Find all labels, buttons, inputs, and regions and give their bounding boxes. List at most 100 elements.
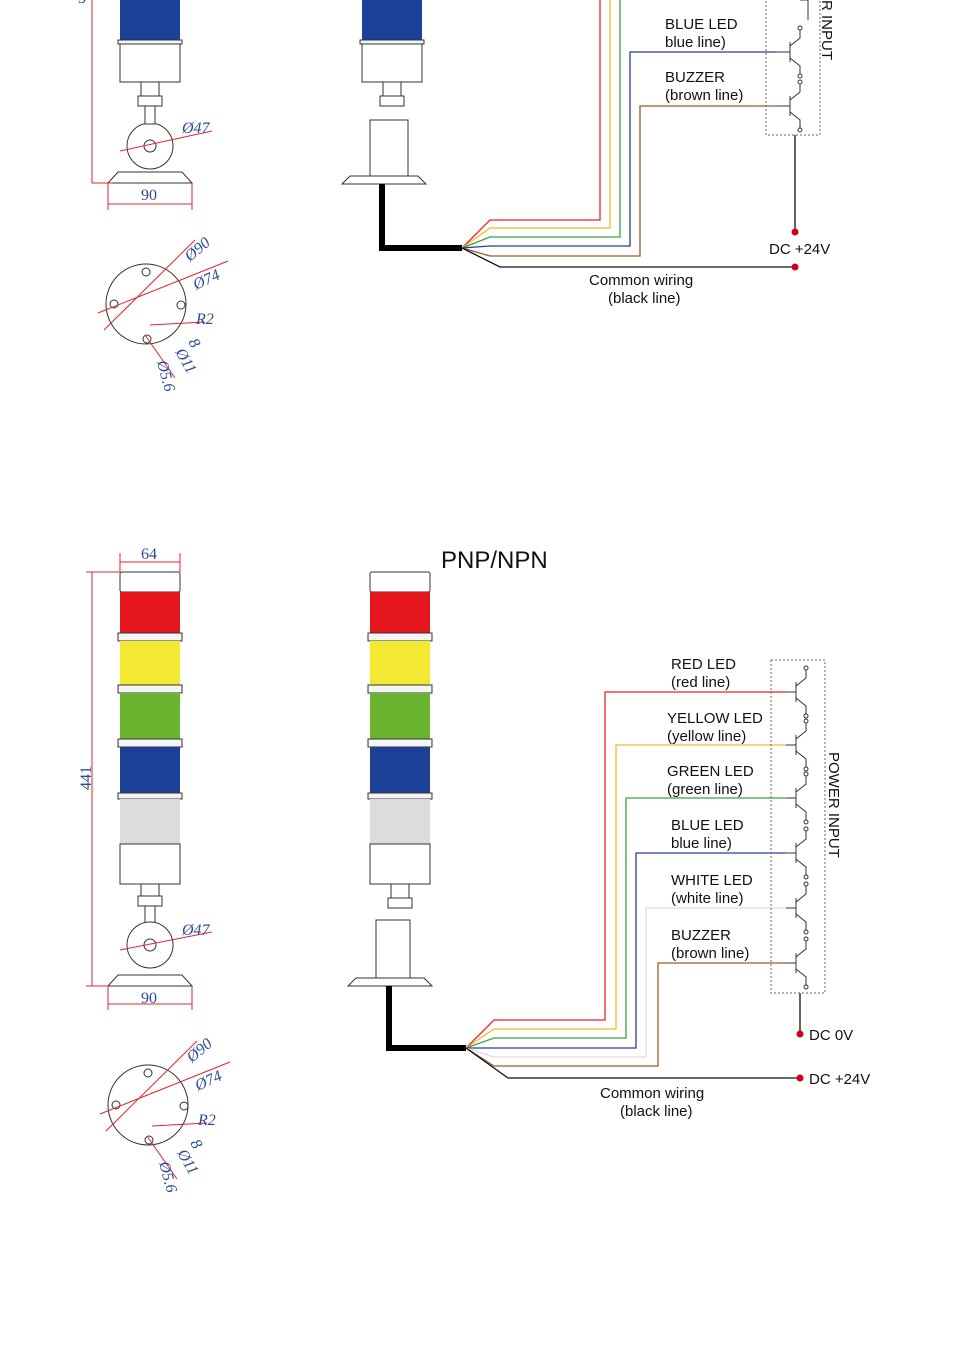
yellow-segment	[370, 641, 430, 685]
blue-line-label: blue line)	[665, 34, 726, 51]
terminal-dot	[791, 263, 799, 271]
blue-led-label: BLUE LED	[665, 16, 738, 33]
common-wire	[461, 247, 795, 268]
red-segment	[120, 592, 180, 634]
tower-collar	[137, 95, 163, 107]
mount-dimension-line	[119, 931, 213, 951]
top-power-input-box: R INPUT	[765, 0, 835, 136]
common-wire	[465, 1047, 800, 1079]
dc-24v-label: DC +24V	[769, 241, 830, 258]
height-dimension-label: 441	[78, 766, 95, 790]
power-input-label: R INPUT	[818, 0, 835, 60]
tower-collar	[137, 895, 163, 907]
tower-base-cap	[369, 843, 431, 885]
common-wiring-label: Common wiring	[600, 1085, 704, 1102]
dc-0v-label: DC 0V	[809, 1027, 853, 1044]
hole-outer-label: Ø11	[173, 1146, 201, 1178]
top-wiring-tower	[340, 0, 462, 251]
top-section: 3 90 Ø47 Ø90 Ø74 R2 8 Ø11 Ø5.6	[78, 0, 835, 394]
green-wire	[465, 797, 786, 1049]
bottom-section: PNP/NPN 64	[78, 546, 870, 1195]
top-dimension-tower: 3 90 Ø47	[78, 0, 213, 210]
buzzer-label: BUZZER	[671, 927, 731, 944]
white-segment	[370, 799, 430, 844]
segment-rim	[117, 738, 183, 748]
tower-base-cap	[119, 43, 181, 83]
top-plate-view: Ø90 Ø74 R2 8 Ø11 Ø5.6	[97, 234, 229, 394]
mount-bracket	[375, 919, 411, 979]
common-wiring-label: Common wiring	[589, 272, 693, 289]
blue-led-label: BLUE LED	[671, 817, 744, 834]
segment-rim	[117, 792, 183, 800]
mount-bracket	[369, 119, 409, 181]
plate-diameter-line	[97, 260, 229, 314]
terminal-dot	[791, 228, 799, 236]
yellow-wire	[461, 0, 611, 249]
yellow-led-label: YELLOW LED	[667, 710, 763, 727]
plate-radius-line	[149, 321, 206, 326]
mount-hub	[143, 139, 157, 153]
segment-rim	[359, 39, 425, 45]
transistor-symbols	[786, 665, 809, 990]
segment-rim	[367, 684, 433, 694]
plate-hole-line	[144, 334, 176, 379]
segment-rim	[117, 39, 183, 45]
tower-collar	[387, 897, 413, 909]
green-wire	[461, 0, 621, 249]
red-segment	[370, 592, 430, 634]
blue-segment	[362, 0, 422, 43]
yellow-segment	[120, 641, 180, 685]
green-segment	[120, 693, 180, 739]
pcd-label: Ø74	[192, 1068, 225, 1095]
plate-pcd-line	[103, 239, 196, 331]
blue-wire	[466, 852, 786, 1049]
mount-foot	[346, 977, 434, 987]
hole-label: Ø5.6	[153, 358, 178, 394]
segment-rim	[367, 632, 433, 642]
white-led-label: WHITE LED	[671, 872, 753, 889]
black-line-label: (black line)	[620, 1103, 693, 1120]
buzzer-label: BUZZER	[665, 69, 725, 86]
dc-24v-label: DC +24V	[809, 1071, 870, 1088]
plate-pcd-line	[105, 1040, 198, 1132]
plate-radius-line	[151, 1122, 208, 1127]
base-dimension-label: 90	[141, 187, 157, 204]
diagram-title: PNP/NPN	[441, 547, 548, 574]
green-segment	[370, 693, 430, 739]
transistor-symbols	[776, 0, 809, 133]
black-line-label: (black line)	[608, 290, 681, 307]
green-led-label: GREEN LED	[667, 763, 754, 780]
white-line-label: (white line)	[671, 890, 744, 907]
red-line-label: (red line)	[671, 674, 730, 691]
tower-top-cap	[369, 571, 431, 593]
red-wire	[465, 691, 786, 1049]
mount-dimension-line	[119, 130, 213, 152]
base-dimension-label: 90	[141, 990, 157, 1007]
red-wire	[461, 0, 601, 249]
yellow-wire	[465, 744, 786, 1049]
mount-foot	[106, 171, 194, 184]
hole-label: Ø5.6	[155, 1159, 180, 1195]
width-dimension-label: 64	[141, 546, 157, 563]
outer-dia-label: Ø90	[181, 234, 214, 265]
plate-hole-right	[176, 300, 186, 310]
bottom-wires	[465, 691, 804, 1082]
mount-foot	[340, 175, 428, 185]
blue-line-label: blue line)	[671, 835, 732, 852]
tower-collar	[379, 95, 405, 107]
green-line-label: (green line)	[667, 781, 743, 798]
black-cable	[386, 986, 466, 1051]
power-input-box	[765, 0, 821, 136]
brown-line-label: (brown line)	[671, 945, 749, 962]
radius-label: R2	[195, 311, 214, 328]
mount-dimension-label: Ø47	[181, 120, 211, 137]
white-segment	[120, 799, 180, 844]
top-wires	[461, 0, 799, 271]
bottom-plate-view: Ø90 Ø74 R2 8 Ø11 Ø5.6	[99, 1035, 231, 1195]
power-input-label: POWER INPUT	[825, 752, 842, 858]
power-input-box	[770, 659, 826, 994]
plate-hole-top	[141, 267, 151, 277]
tower-base-cap	[119, 843, 181, 885]
plate-hole-top	[143, 1068, 153, 1078]
mount-stem	[144, 105, 156, 125]
